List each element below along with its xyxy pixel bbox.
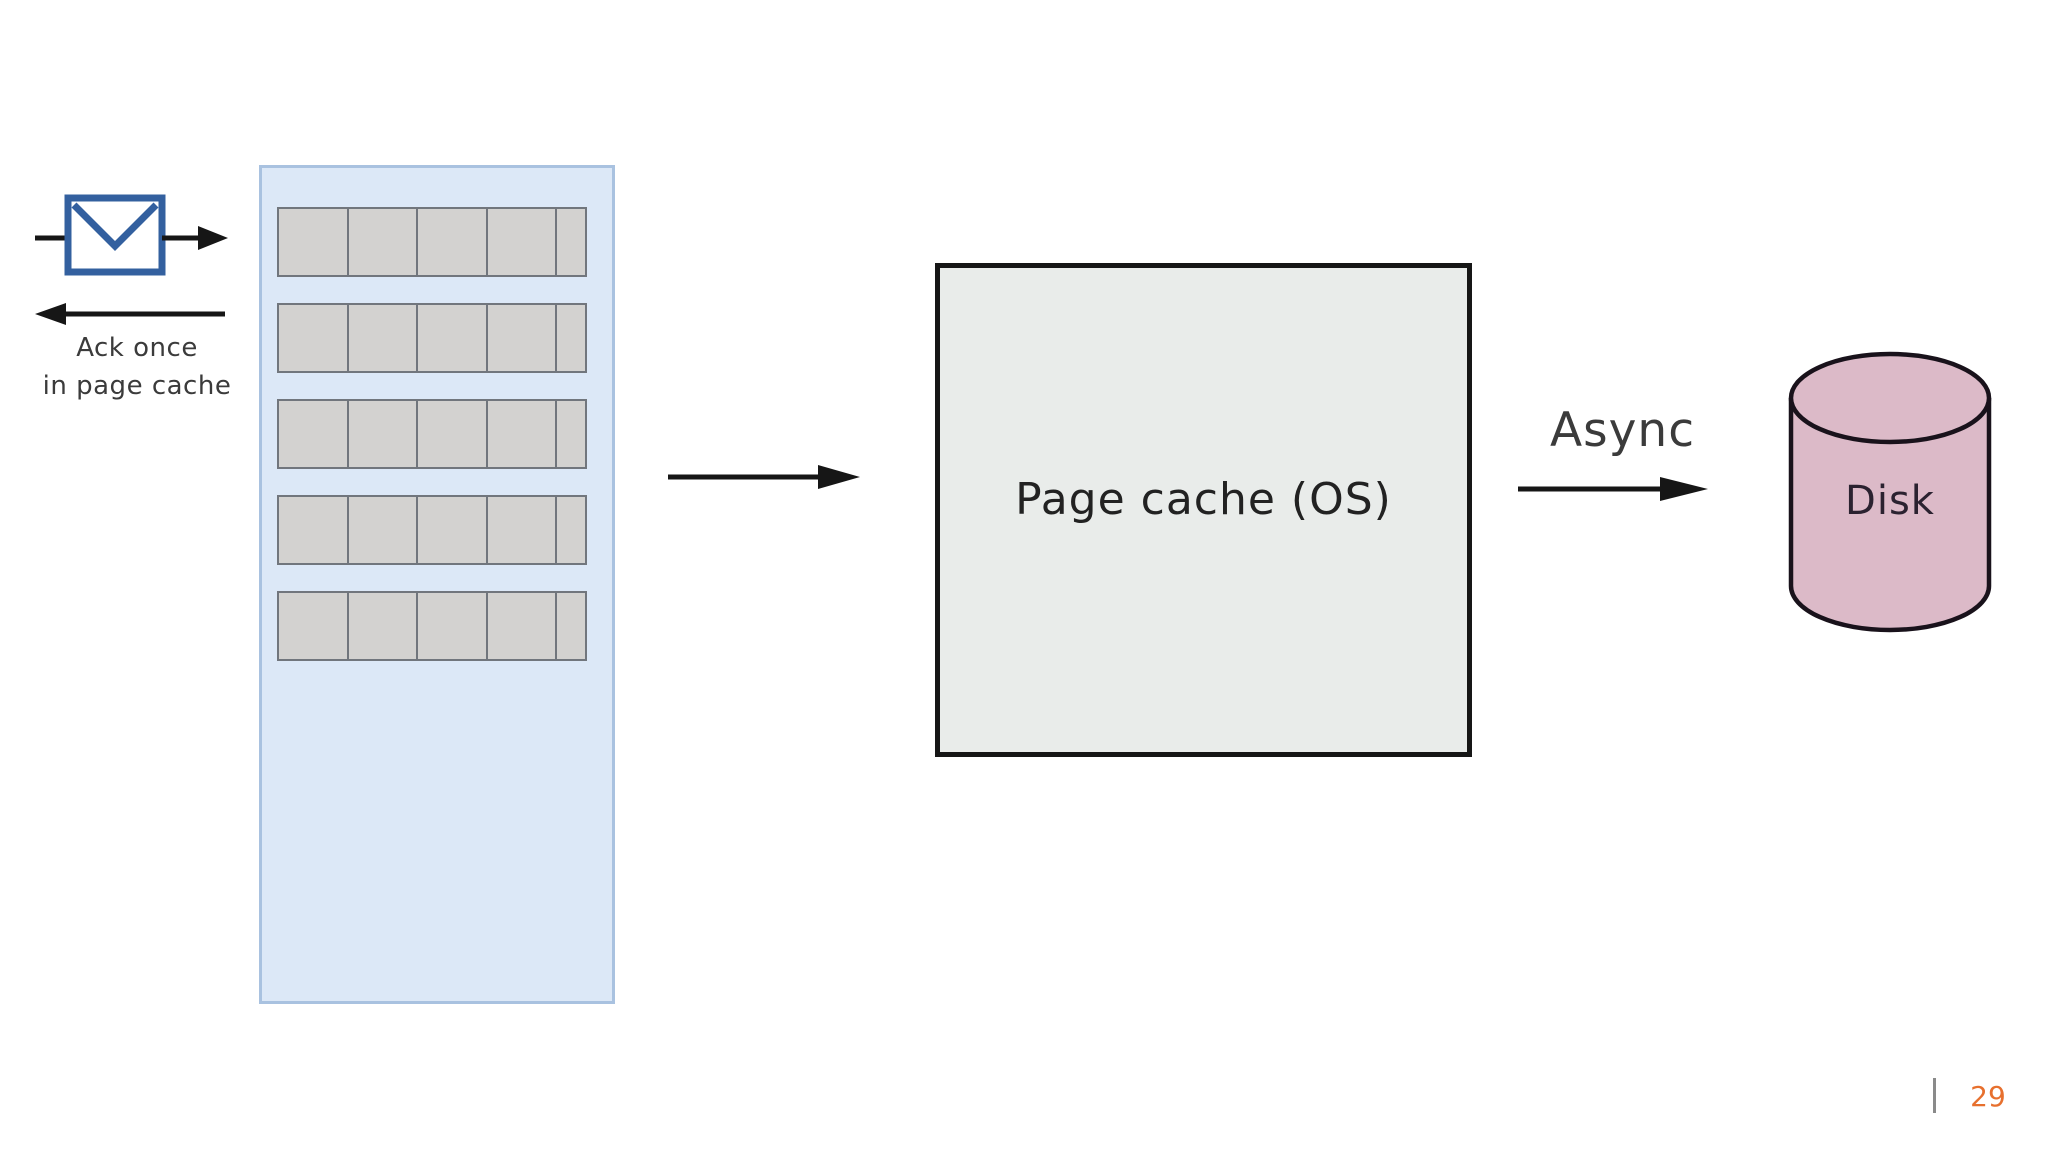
buffer-row: [277, 591, 587, 661]
buffer-cell: [416, 495, 488, 565]
async-arrow: [1518, 477, 1708, 501]
buffer-cell: [555, 495, 587, 565]
page-number: 29: [1970, 1080, 2006, 1113]
buffer-cell: [555, 207, 587, 277]
buffer-row: [277, 207, 587, 277]
buffer-row: [277, 399, 587, 469]
ack-caption-line2: in page cache: [42, 370, 232, 401]
disk-label: Disk: [1845, 478, 1935, 524]
buffer-cell: [346, 591, 418, 661]
buffer-cell: [277, 207, 349, 277]
buffer-cell: [485, 591, 557, 661]
page-cache-box: Page cache (OS): [935, 263, 1472, 757]
buffer-cell: [485, 399, 557, 469]
buffer-cell: [277, 495, 349, 565]
buffer-cell: [416, 591, 488, 661]
buffer-cell: [277, 303, 349, 373]
buffer-cell: [416, 303, 488, 373]
buffer-cell: [416, 207, 488, 277]
buffer-cell: [346, 207, 418, 277]
buffer-cell: [485, 495, 557, 565]
ack-caption-line1: Ack once: [76, 333, 198, 363]
footer-divider: [1933, 1078, 1936, 1113]
buffer-row: [277, 495, 587, 565]
ack-caption: Ack once in page cache: [22, 330, 252, 405]
disk-cylinder-icon: Disk: [1788, 351, 1992, 633]
buffer-cell: [416, 399, 488, 469]
flush-arrow: [668, 465, 860, 489]
buffer-cell: [346, 495, 418, 565]
buffer-cell: [555, 303, 587, 373]
buffer-cell: [277, 399, 349, 469]
buffer-cell: [346, 399, 418, 469]
buffer-row: [277, 303, 587, 373]
buffer-cell: [346, 303, 418, 373]
buffer-container: [259, 165, 615, 1004]
buffer-cell: [485, 303, 557, 373]
buffer-cell: [277, 591, 349, 661]
buffer-cell: [555, 399, 587, 469]
buffer-cell: [555, 591, 587, 661]
envelope-icon: [64, 194, 166, 276]
ack-arrow: [35, 303, 225, 325]
async-label: Async: [1549, 403, 1696, 458]
page-cache-label: Page cache (OS): [1015, 473, 1392, 525]
outgoing-arrow: [162, 226, 228, 250]
message-flow-group: [35, 194, 228, 276]
buffer-grid: [277, 207, 587, 661]
buffer-cell: [485, 207, 557, 277]
